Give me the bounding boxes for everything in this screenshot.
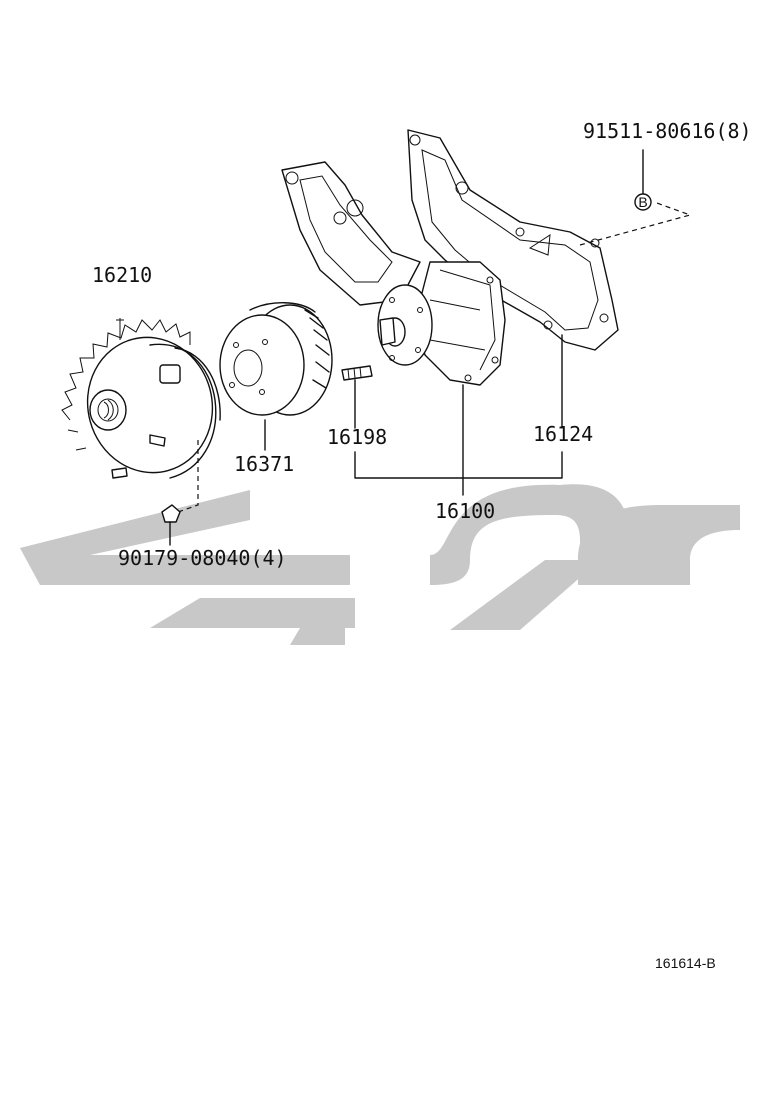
part-number-90179-08040[interactable]: 90179-08040(4) bbox=[118, 546, 287, 570]
callout-b-letter: B bbox=[638, 194, 647, 210]
fan-clutch-drawing bbox=[61, 318, 221, 479]
water-pump-drawing bbox=[377, 261, 506, 479]
gasket-drawing bbox=[281, 129, 619, 429]
part-number-16198[interactable]: 16198 bbox=[327, 425, 387, 449]
part-number-16371[interactable]: 16371 bbox=[234, 452, 294, 476]
callout-b: B bbox=[579, 149, 692, 246]
part-number-16100[interactable]: 16100 bbox=[435, 499, 495, 523]
part-number-16210[interactable]: 16210 bbox=[92, 263, 152, 287]
figure-reference: 161614-B bbox=[655, 955, 716, 971]
nut-drawing bbox=[161, 440, 199, 546]
watermark-logo bbox=[20, 484, 740, 645]
part-number-91511-80616[interactable]: 91511-80616(8) bbox=[583, 119, 752, 143]
pulley-drawing bbox=[219, 302, 333, 451]
part-number-16124[interactable]: 16124 bbox=[533, 422, 593, 446]
stud-drawing bbox=[341, 365, 563, 496]
